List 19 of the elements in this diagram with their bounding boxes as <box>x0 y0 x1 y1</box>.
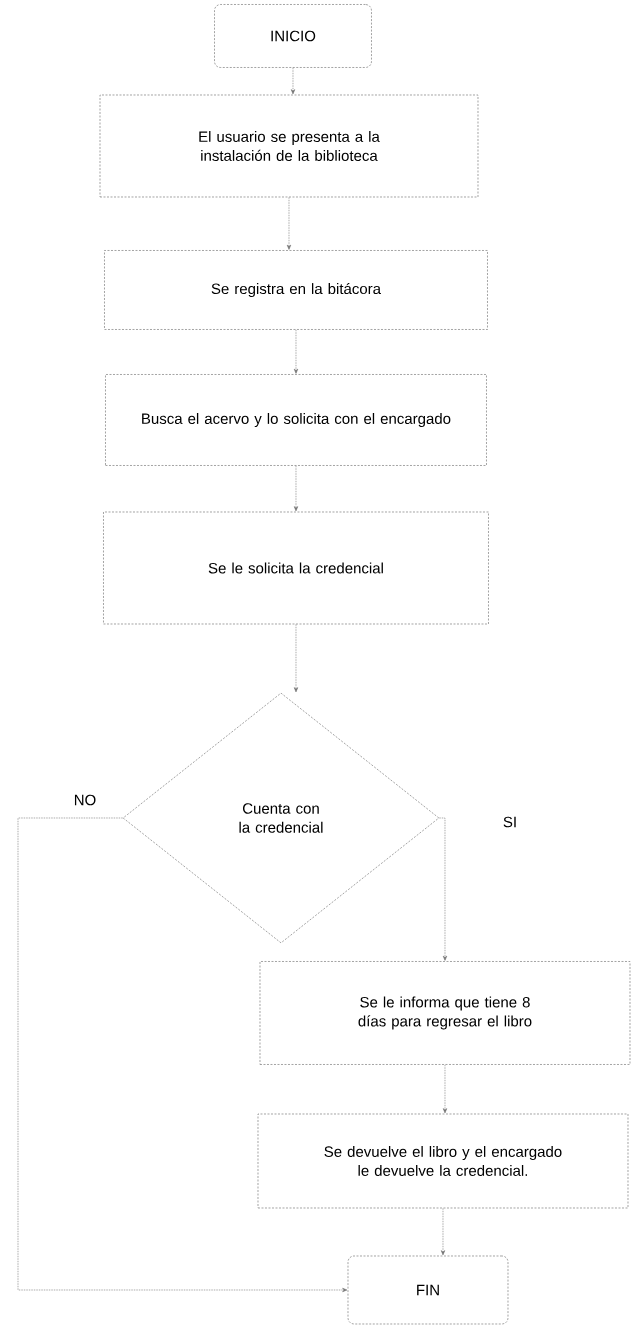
process-box: Se le informa que tiene 8 días para regresar el libro <box>259 961 631 1065</box>
arrow <box>442 1064 448 1114</box>
process-box: El usuario se presenta a la instalación de la biblioteca <box>99 94 479 198</box>
arrow <box>17 817 348 1293</box>
process-box: Se registra en la bitácora <box>104 250 488 330</box>
process-box: Busca el acervo y lo solicita con el encargado <box>105 374 487 466</box>
arrow <box>286 197 292 250</box>
terminal-box: FIN <box>347 1255 509 1325</box>
arrow <box>293 329 299 374</box>
arrow <box>293 624 299 693</box>
process-box: Se le solicita la credencial <box>103 511 489 625</box>
arrow <box>290 67 296 95</box>
process-box: Se devuelve el libro y el encargado le devuelve la credencial. <box>257 1113 629 1209</box>
edge-label: SI <box>501 815 519 829</box>
arrow <box>439 817 448 961</box>
edge-label: NO <box>72 793 98 807</box>
arrow <box>440 1208 446 1256</box>
terminal-box: INICIO <box>214 4 372 68</box>
arrow <box>293 465 299 512</box>
